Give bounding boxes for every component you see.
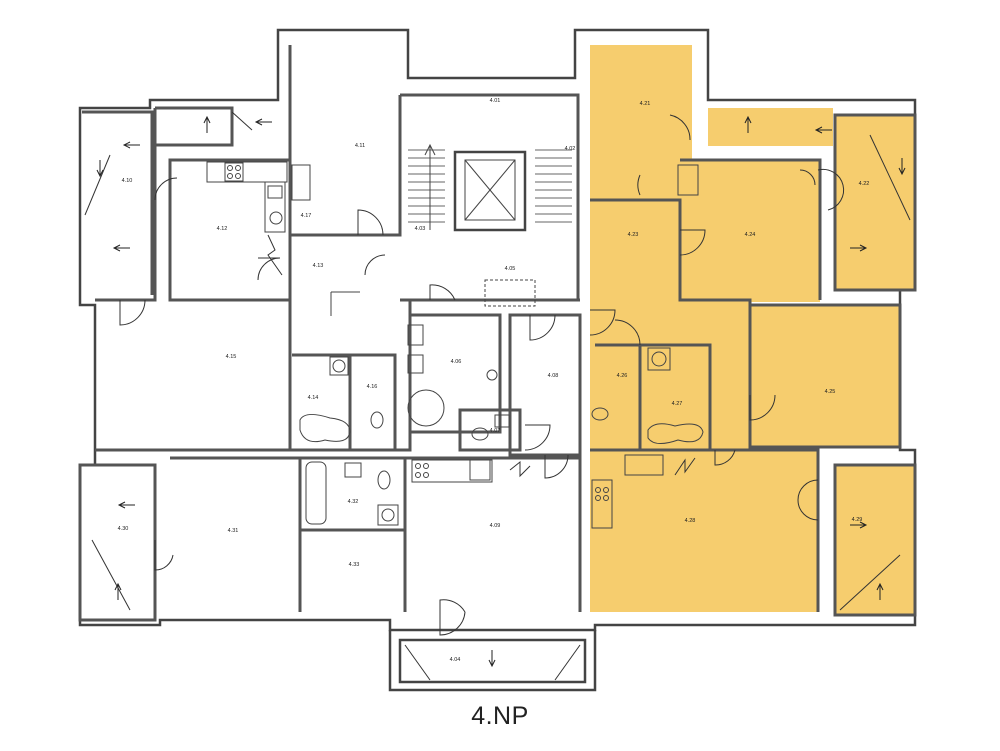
room-label: 4.02 [565, 146, 576, 152]
room-label: 4.16 [367, 384, 378, 390]
room-labels: 4.10 4.11 4.12 4.13 4.15 4.17 4.14 4.16 … [118, 98, 870, 663]
arrows [96, 115, 906, 668]
room-label: 4.33 [349, 562, 360, 568]
doors [119, 114, 845, 636]
room-label: 4.30 [118, 526, 129, 532]
room-label: 4.10 [122, 178, 133, 184]
room-label: 4.12 [217, 226, 228, 232]
room-label: 4.06 [451, 359, 462, 365]
balcony-diagonals [84, 111, 911, 681]
room-label: 4.26 [617, 373, 628, 379]
stair-core [408, 143, 572, 307]
room-label: 4.22 [859, 181, 870, 187]
room-label: 4.21 [640, 101, 651, 107]
room-label: 4.07 [490, 428, 501, 434]
room-label: 4.03 [415, 226, 426, 232]
room-label: 4.11 [355, 143, 365, 149]
room-label: 4.25 [825, 389, 836, 395]
room-label: 4.27 [672, 401, 683, 407]
room-label: 4.09 [490, 523, 501, 529]
room-label: 4.17 [301, 213, 312, 219]
room-label: 4.31 [228, 528, 239, 534]
room-label: 4.29 [852, 517, 863, 523]
fixtures [206, 161, 704, 529]
room-label: 4.15 [226, 354, 237, 360]
room-label: 4.23 [628, 232, 639, 238]
room-label: 4.04 [450, 657, 461, 663]
room-label: 4.28 [685, 518, 696, 524]
room-label: 4.14 [308, 395, 319, 401]
room-label: 4.08 [548, 373, 559, 379]
room-label: 4.05 [505, 266, 516, 272]
room-label: 4.13 [313, 263, 324, 269]
room-label: 4.01 [490, 98, 501, 104]
room-label: 4.32 [348, 499, 359, 505]
room-label: 4.24 [745, 232, 756, 238]
floor-title: 4.NP [471, 702, 529, 730]
interior-walls [78, 45, 917, 622]
highlighted-apartment[interactable] [590, 45, 915, 615]
